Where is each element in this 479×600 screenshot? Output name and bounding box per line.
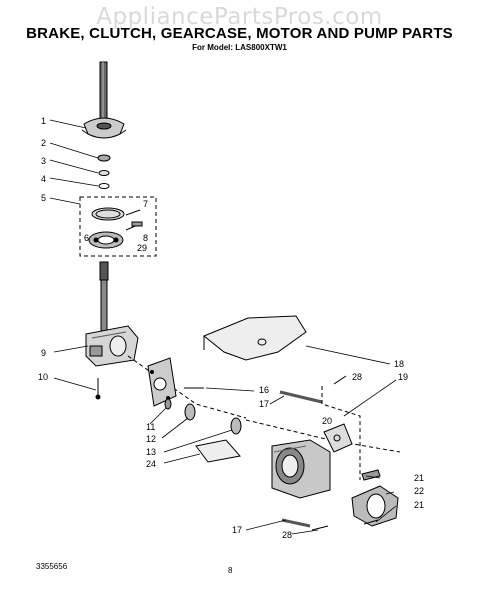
callout-1: 1 bbox=[41, 116, 46, 126]
document-number: 3355656 bbox=[36, 562, 68, 571]
callout-19: 19 bbox=[398, 372, 408, 382]
part-4-ring bbox=[98, 183, 110, 189]
callout-10: 10 bbox=[38, 372, 48, 382]
part-22-pump bbox=[351, 485, 399, 527]
callout-21-lower: 21 bbox=[414, 500, 424, 510]
callout-7: 7 bbox=[143, 199, 148, 209]
part-13-pulley bbox=[230, 417, 242, 435]
part-20-bracket bbox=[323, 423, 353, 453]
diagram-title: BRAKE, CLUTCH, GEARCASE, MOTOR AND PUMP … bbox=[26, 25, 453, 42]
pump-motor bbox=[271, 439, 331, 499]
callout-20: 20 bbox=[322, 416, 332, 426]
part-18-cover bbox=[203, 315, 307, 361]
part-2-washer bbox=[97, 154, 111, 162]
callout-11: 11 bbox=[146, 422, 155, 432]
part-21-clip-upper bbox=[361, 469, 381, 481]
agitator-shaft-top bbox=[99, 61, 108, 125]
callout-3: 3 bbox=[41, 156, 46, 166]
part-9-gearcase bbox=[85, 325, 139, 367]
part-28-screw-lower bbox=[311, 525, 329, 531]
callout-5: 5 bbox=[41, 193, 46, 203]
callout-24: 24 bbox=[146, 459, 156, 469]
callout-4: 4 bbox=[41, 174, 46, 184]
callout-6: 6 bbox=[84, 233, 89, 243]
model-subtitle: For Model: LAS800XTW1 bbox=[192, 43, 287, 52]
callout-29-upper: 29 bbox=[137, 243, 147, 253]
callout-17-upper: 17 bbox=[259, 399, 269, 409]
part-21-clip-lower bbox=[363, 519, 379, 525]
callout-12: 12 bbox=[146, 434, 156, 444]
part-17-belt-lower bbox=[281, 518, 311, 528]
part-17-belt-upper bbox=[279, 390, 323, 404]
callout-28-lower: 28 bbox=[282, 530, 292, 540]
callout-16: 16 bbox=[259, 385, 269, 395]
callout-17-lower: 17 bbox=[232, 525, 242, 535]
part-10-screw bbox=[95, 378, 101, 400]
part-28-screw-upper bbox=[333, 375, 347, 385]
callout-18: 18 bbox=[394, 359, 404, 369]
page-number: 8 bbox=[228, 566, 233, 575]
part-3-washer bbox=[98, 170, 110, 176]
callout-9: 9 bbox=[41, 348, 46, 358]
part-5-brake-assembly bbox=[79, 196, 157, 257]
part-1-brake-cam bbox=[81, 117, 127, 139]
drive-shaft bbox=[99, 261, 109, 335]
callout-22: 22 bbox=[414, 486, 424, 496]
callout-21-upper: 21 bbox=[414, 473, 424, 483]
callout-28-upper: 28 bbox=[352, 372, 362, 382]
part-11-washer bbox=[164, 398, 172, 410]
callout-8: 8 bbox=[143, 233, 148, 243]
watermark-text: AppliancePartsPros.com bbox=[96, 4, 383, 30]
part-16-clutch-plate bbox=[147, 357, 177, 407]
part-12-bearing bbox=[184, 403, 196, 421]
callout-2: 2 bbox=[41, 138, 46, 148]
part-24-gasket bbox=[195, 439, 241, 463]
callout-13: 13 bbox=[146, 447, 156, 457]
